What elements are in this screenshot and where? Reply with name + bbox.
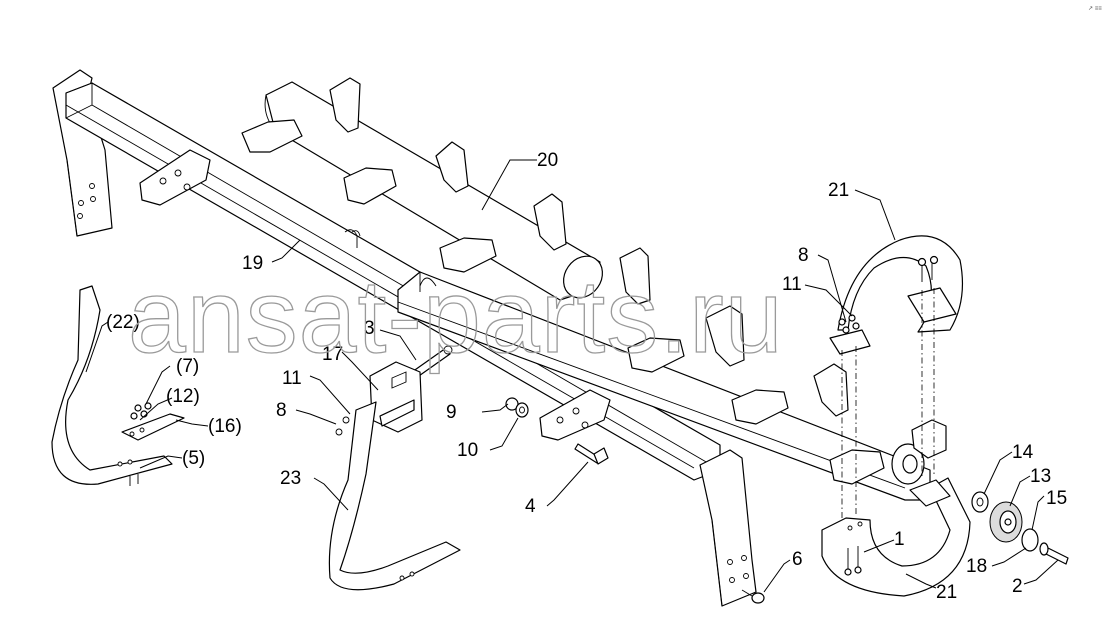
- callout-18: 18: [966, 556, 987, 577]
- washer-14: [971, 491, 989, 513]
- callout-20: 20: [537, 150, 558, 171]
- right-cross-tube: [397, 247, 947, 501]
- leader-lines: [85, 159, 1059, 593]
- bolt-6: [741, 589, 765, 604]
- callout-21-upper: 21: [828, 180, 849, 201]
- callout-labels: 20 19 21 8 11 3 17 11 8 9 10 4 (22) (7) …: [106, 150, 1067, 603]
- shank-21-upper: [829, 235, 964, 355]
- callout-23: 23: [280, 468, 301, 489]
- callout-2: 2: [1012, 576, 1023, 597]
- right-support-plate: [699, 449, 757, 607]
- shank-22: [51, 285, 185, 486]
- callout-9: 9: [446, 402, 457, 423]
- shank-21-lower: [821, 477, 971, 597]
- callout-11-right: 11: [782, 274, 802, 295]
- corner-mark: ↗ ≡≡: [1088, 6, 1102, 12]
- callout-19: 19: [242, 253, 263, 274]
- ring-15: [1021, 528, 1039, 552]
- callout-8-right: 8: [798, 245, 809, 266]
- bolt-4: [574, 443, 609, 465]
- tool-tube-20: [241, 77, 604, 301]
- callout-16: (16): [208, 416, 242, 437]
- watermark: ansat-parts.ru: [128, 259, 784, 375]
- callout-13: 13: [1030, 466, 1051, 487]
- callout-3: 3: [364, 318, 375, 339]
- shank-23: [328, 401, 461, 591]
- callout-11-left: 11: [282, 368, 302, 389]
- bearing-13: [989, 501, 1023, 543]
- callout-6: 6: [792, 549, 803, 570]
- alignment-lines: [841, 288, 935, 520]
- callout-8-left: 8: [276, 400, 287, 421]
- bracket-17: [369, 361, 423, 433]
- washer-10: [515, 402, 529, 418]
- callout-17: 17: [322, 344, 343, 365]
- callout-12: (12): [166, 386, 200, 407]
- callout-1: 1: [894, 529, 905, 550]
- bolt-2: [1039, 542, 1069, 565]
- callout-5: (5): [182, 448, 205, 469]
- callout-15: 15: [1046, 488, 1067, 509]
- callout-21-lower: 21: [936, 582, 957, 603]
- callout-4: 4: [525, 496, 536, 517]
- callout-7: (7): [176, 356, 199, 377]
- callout-10: 10: [457, 440, 478, 461]
- callout-14: 14: [1012, 442, 1034, 463]
- callout-22: (22): [106, 312, 140, 333]
